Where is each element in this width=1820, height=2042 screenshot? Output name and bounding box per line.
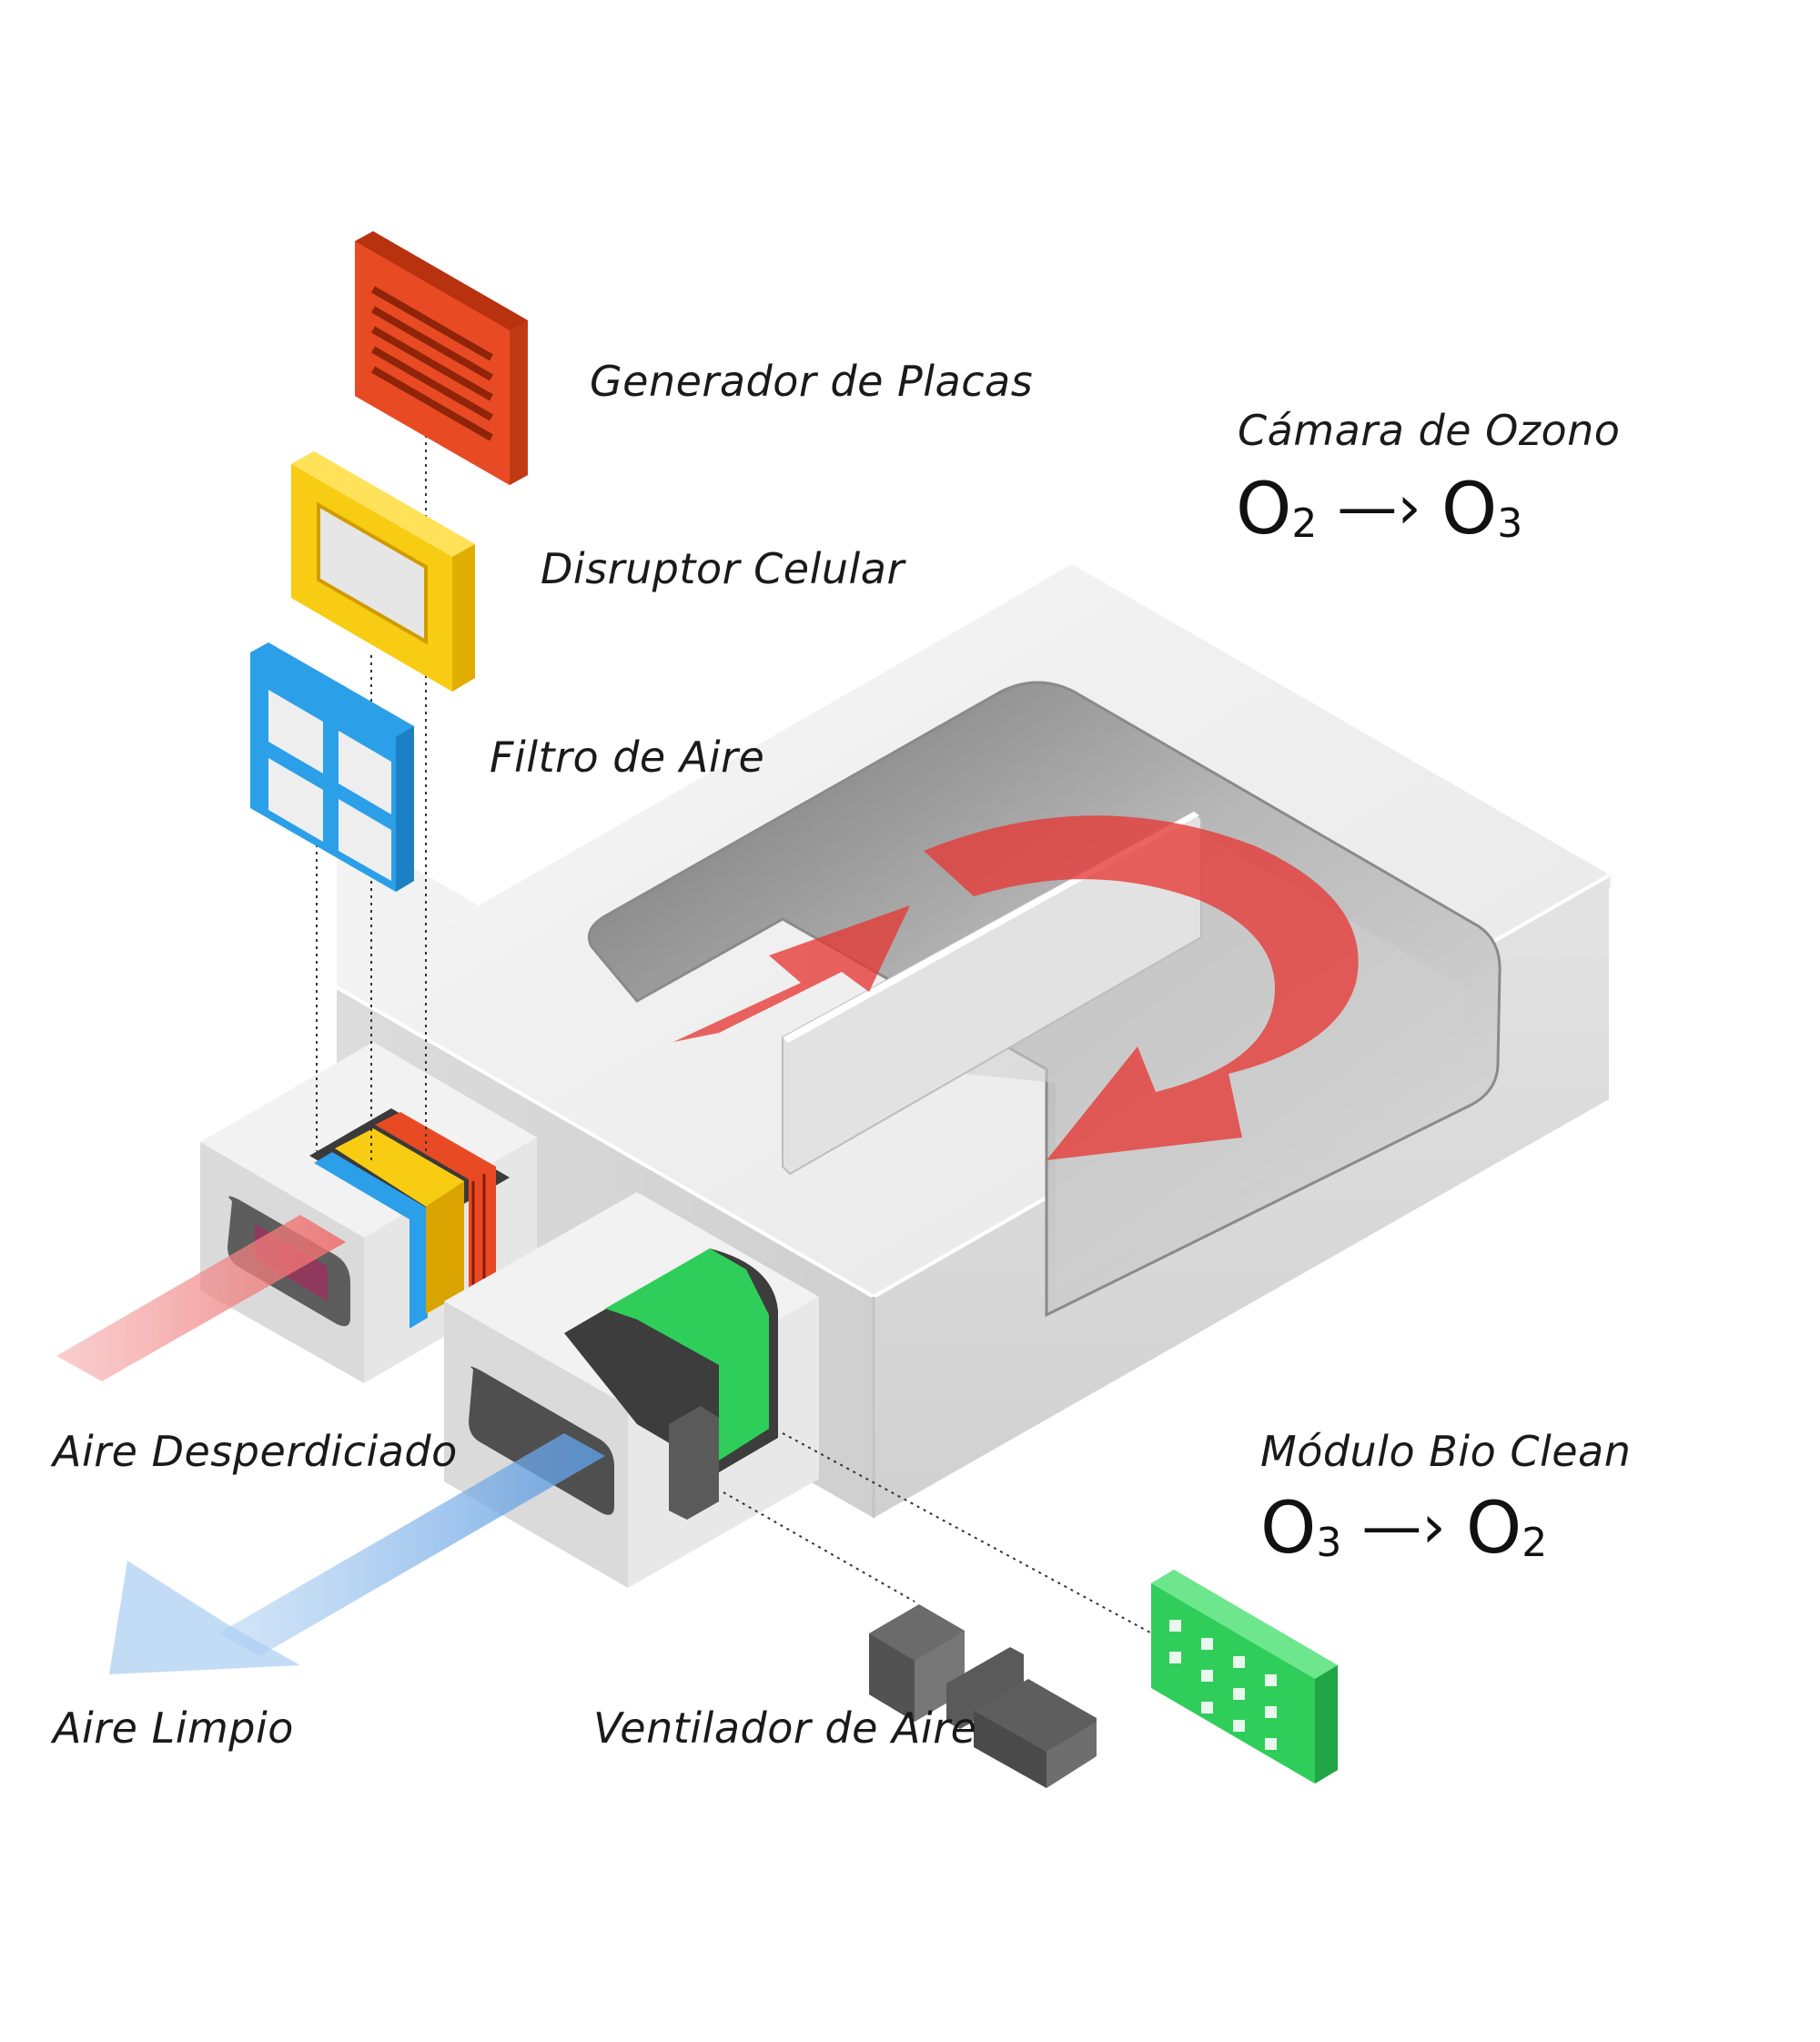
plate-generator-label: Generador de Placas [590, 357, 1034, 406]
bio-clean-module-label: Módulo Bio Clean [1260, 1427, 1632, 1476]
air-filter-label: Filtro de Aire [490, 733, 765, 782]
clean-air-outlet [444, 1192, 819, 1588]
guide-lines [316, 428, 1161, 1639]
air-filter-icon [250, 642, 414, 892]
plate-generator-icon [355, 231, 528, 485]
clean-air-label: Aire Limpio [53, 1703, 294, 1753]
fan-icon [869, 1604, 1097, 1788]
ozone-chamber-formula: O2—›O3 [1236, 469, 1523, 551]
clean-air-arrow [109, 1433, 605, 1674]
bio-clean-module-icon [1151, 1570, 1338, 1784]
flow-arrow-curve [924, 815, 1359, 1160]
waste-air-arrow [56, 1215, 346, 1381]
ozone-chamber-label: Cámara de Ozono [1238, 406, 1621, 455]
flow-arrow-up [673, 905, 910, 1042]
ozone-flow-arrows [673, 815, 1359, 1160]
bio-clean-formula: O3—›O2 [1260, 1488, 1548, 1570]
installed-bio-clean-panel [605, 1248, 769, 1461]
waste-air-label: Aire Desperdiciado [53, 1427, 458, 1476]
cell-disruptor-icon [291, 451, 475, 692]
air-fan-label: Ventilador de Aire [593, 1703, 977, 1753]
cell-disruptor-label: Disruptor Celular [541, 544, 905, 593]
installed-filters [314, 1112, 496, 1329]
